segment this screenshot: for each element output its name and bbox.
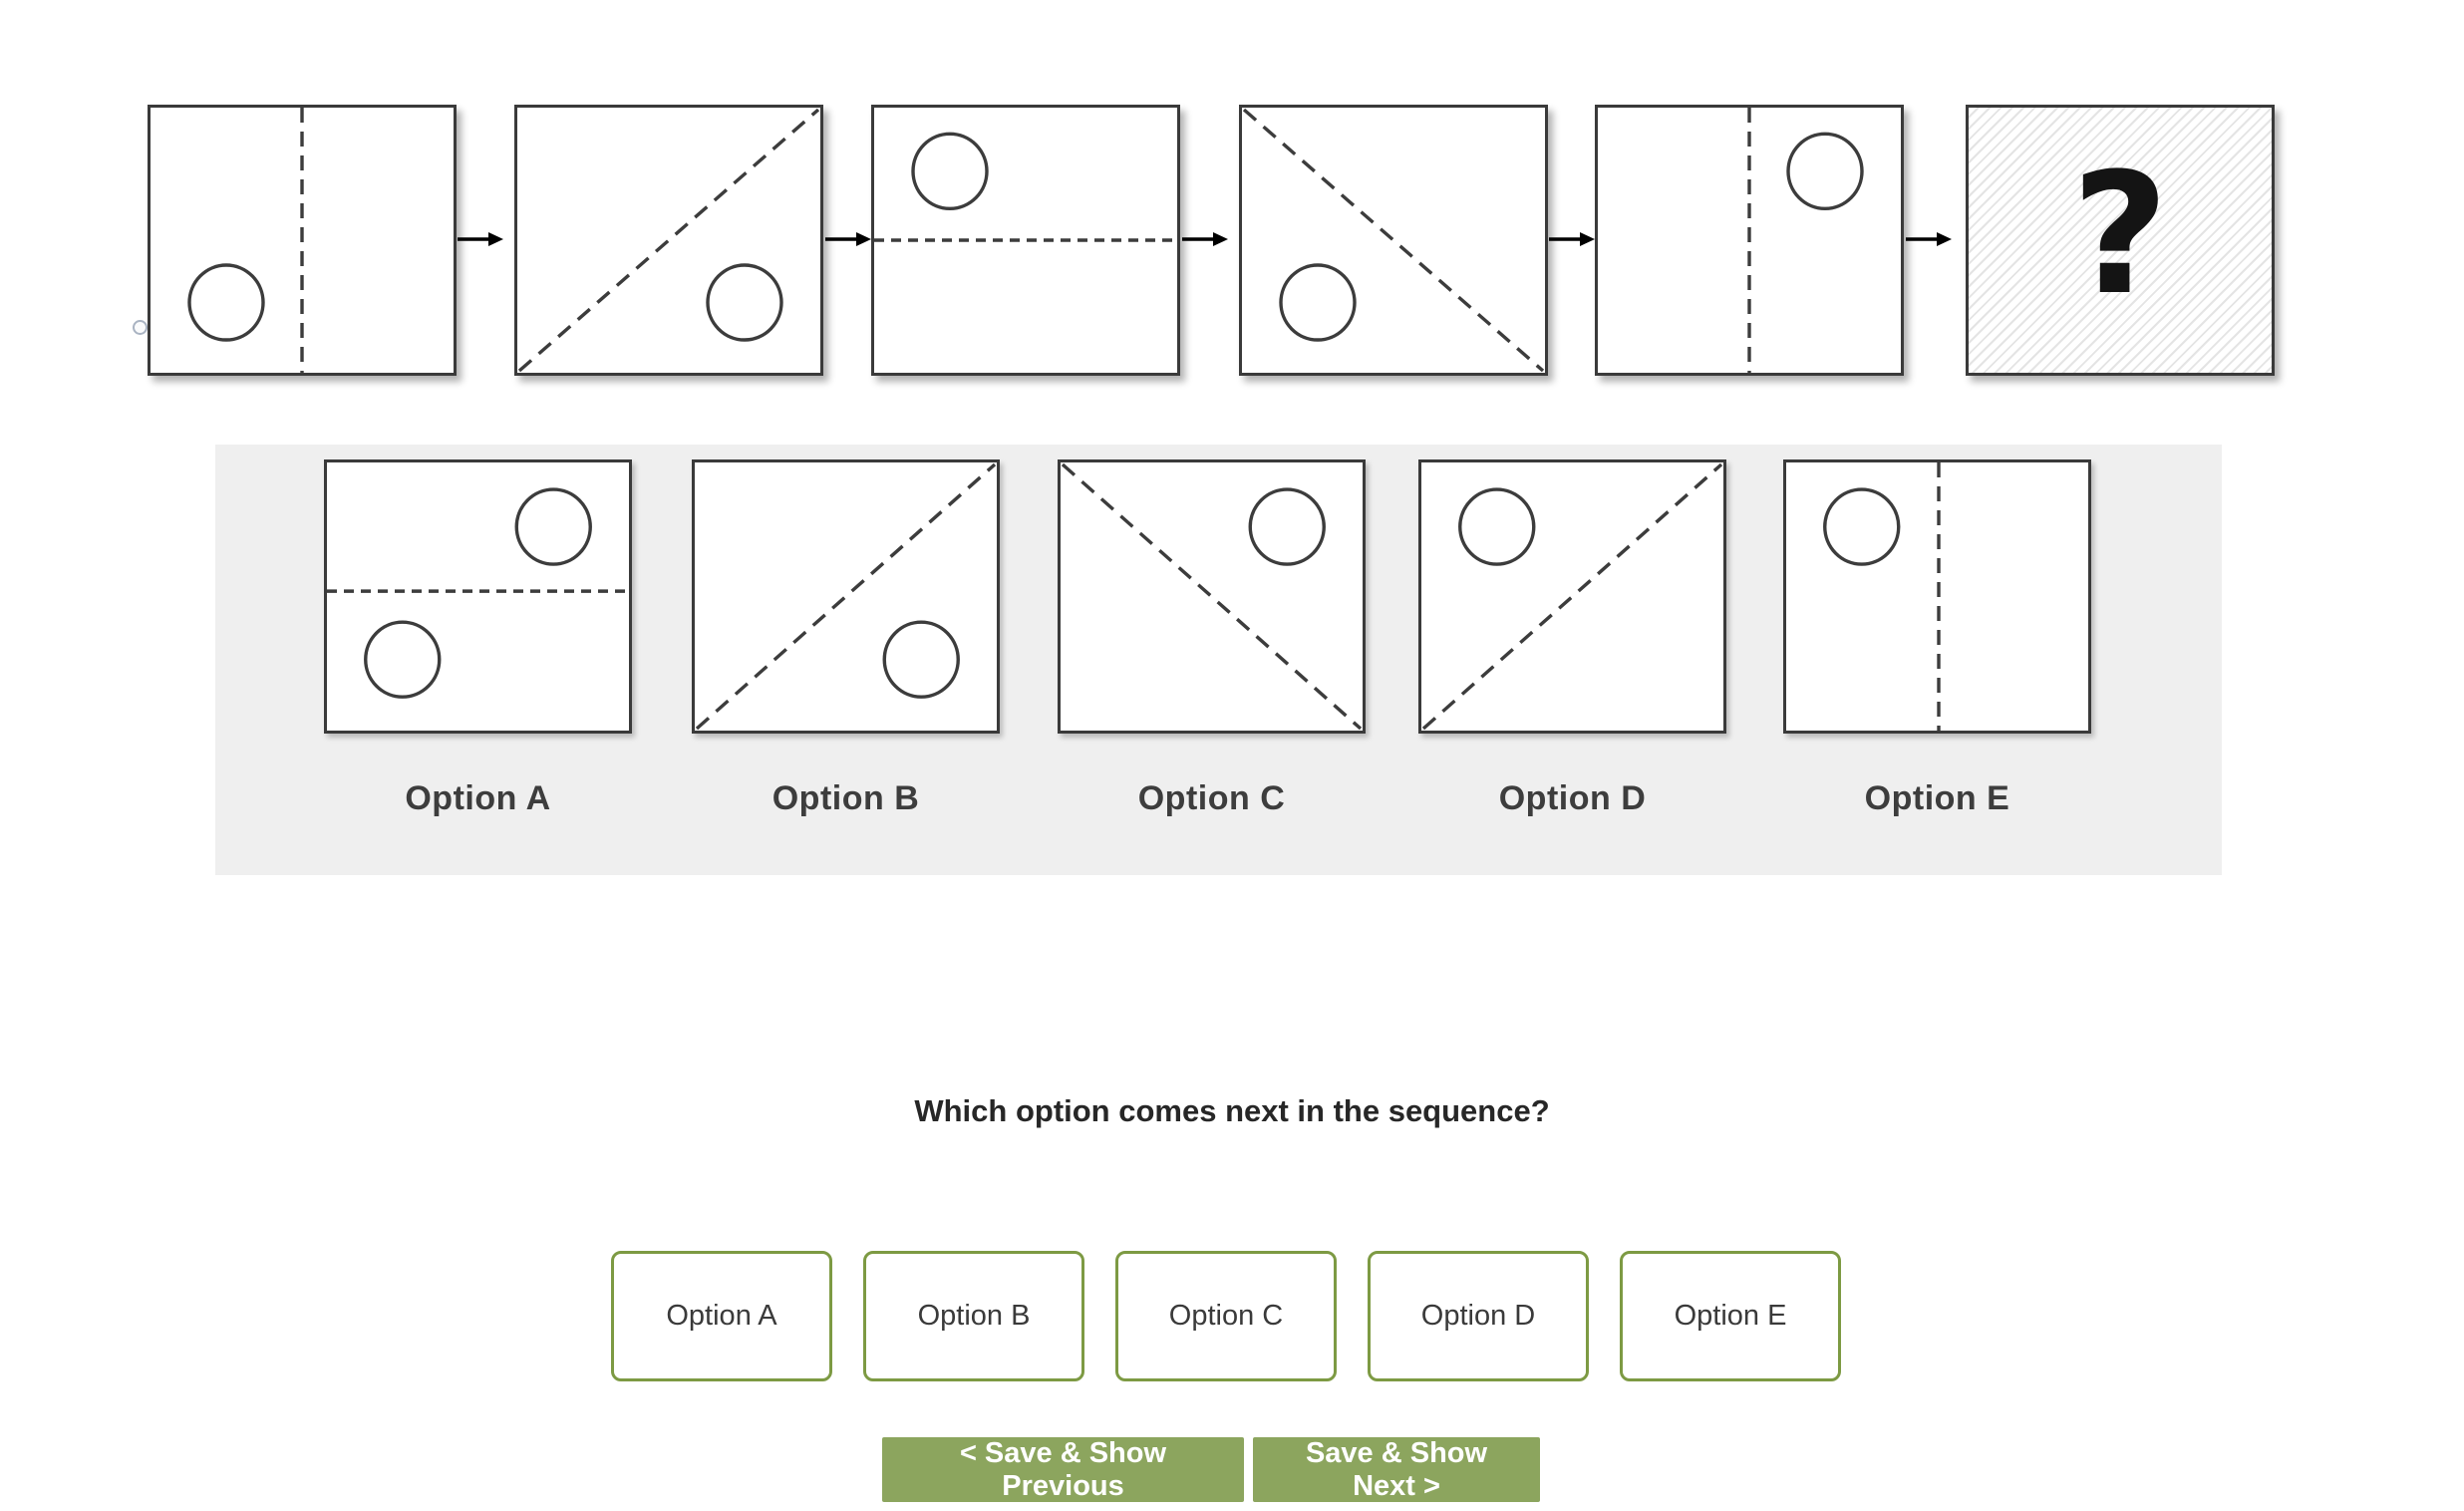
arrow-right-icon	[458, 230, 503, 248]
option-b-figure	[695, 462, 997, 731]
option-figure-d	[1418, 459, 1726, 734]
option-figure-a	[324, 459, 632, 734]
sequence-figure-3	[874, 108, 1177, 373]
option-figure-b	[692, 459, 1000, 734]
option-label-a: Option A	[405, 779, 551, 817]
option-figure-c	[1058, 459, 1366, 734]
save-previous-button[interactable]: < Save & Show Previous	[882, 1437, 1244, 1502]
option-label-e: Option E	[1864, 779, 2010, 817]
sequence-box-question: ?	[1966, 105, 2275, 376]
sequence-box-1	[148, 105, 457, 376]
sequence-figure-2	[517, 108, 820, 373]
arrow-right-icon	[1549, 230, 1595, 248]
answer-button-d[interactable]: Option D	[1368, 1251, 1589, 1381]
option-label-d: Option D	[1498, 779, 1647, 817]
answer-button-e[interactable]: Option E	[1620, 1251, 1841, 1381]
sequence-box-4	[1239, 105, 1548, 376]
arrow-right-icon	[1906, 230, 1952, 248]
sequence-box-2	[514, 105, 823, 376]
hatched-pattern: ?	[1969, 108, 2272, 373]
option-d-figure	[1421, 462, 1723, 731]
arrow-right-icon	[825, 230, 871, 248]
answer-button-c[interactable]: Option C	[1115, 1251, 1337, 1381]
option-figure-e	[1783, 459, 2091, 734]
question-text: Which option comes next in the sequence?	[914, 1093, 1550, 1128]
sequence-figure-5	[1598, 108, 1901, 373]
sequence-box-3	[871, 105, 1180, 376]
arrow-right-icon	[1182, 230, 1228, 248]
option-a-figure	[327, 462, 629, 731]
option-label-c: Option C	[1137, 779, 1286, 817]
question-mark: ?	[2071, 137, 2169, 332]
sequence-figure-4	[1242, 108, 1545, 373]
option-e-figure	[1786, 462, 2088, 731]
answer-button-a[interactable]: Option A	[611, 1251, 832, 1381]
sequence-box-5	[1595, 105, 1904, 376]
option-c-figure	[1061, 462, 1363, 731]
save-next-button[interactable]: Save & Show Next >	[1253, 1437, 1540, 1502]
option-label-b: Option B	[771, 779, 920, 817]
small-circle-marker-icon	[133, 320, 148, 335]
answer-button-b[interactable]: Option B	[863, 1251, 1084, 1381]
sequence-figure-1	[151, 108, 454, 373]
